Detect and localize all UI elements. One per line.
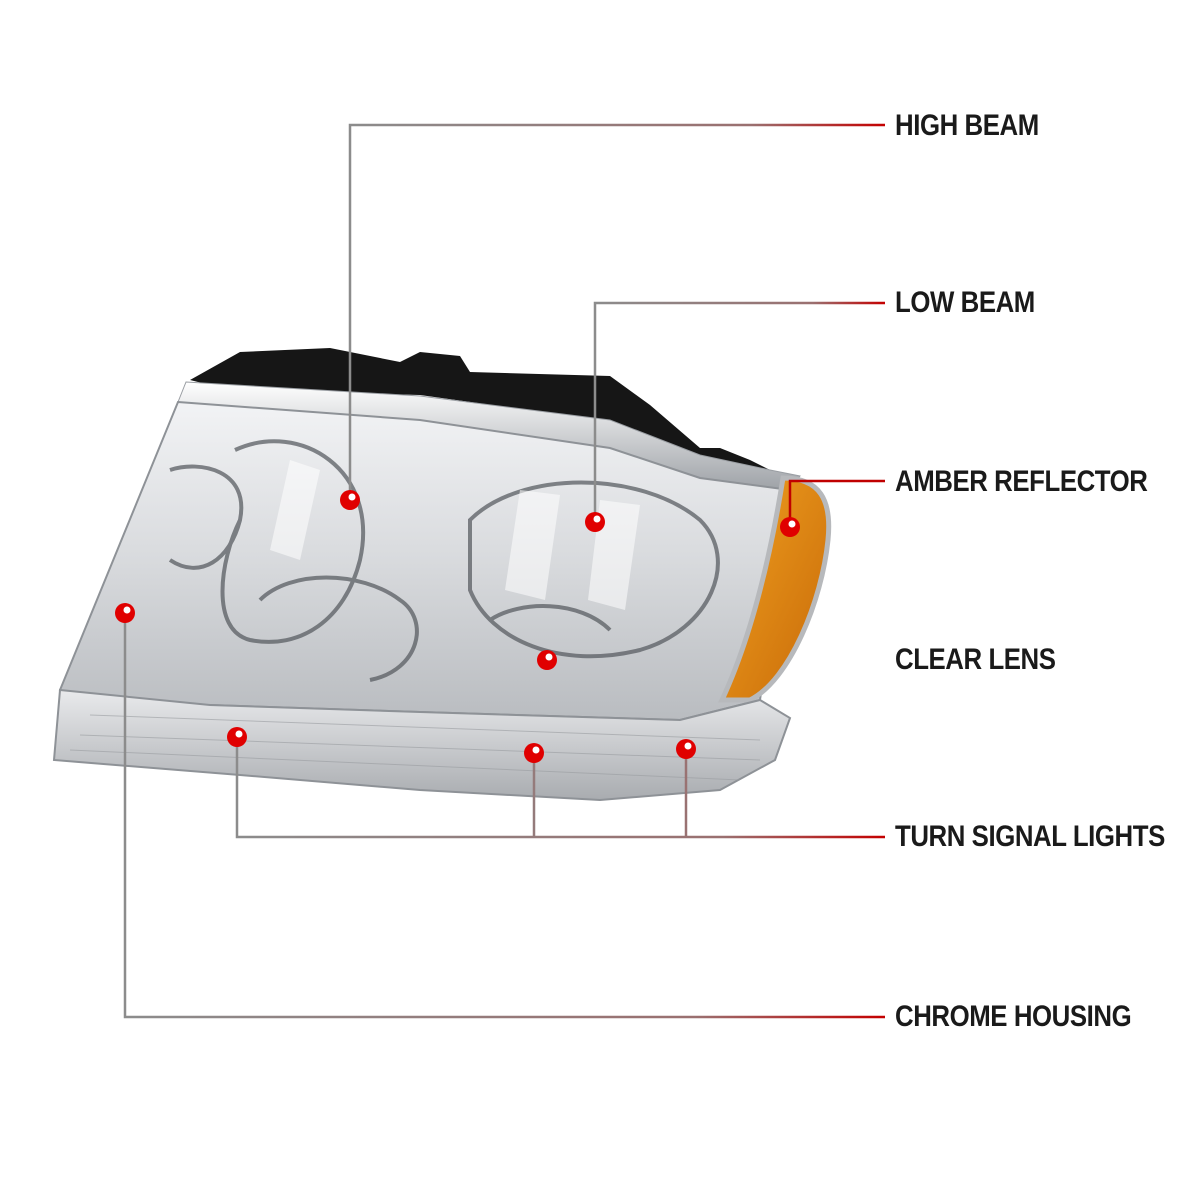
label-turn-signal-lights: TURN SIGNAL LIGHTS [895, 820, 1165, 853]
marker-amber-reflector [780, 517, 800, 537]
leader-amber-reflector [788, 479, 885, 527]
leader-low-beam [593, 301, 885, 522]
label-amber-reflector: AMBER REFLECTOR [895, 465, 1148, 498]
leader-turn-signal [235, 737, 885, 839]
label-clear-lens: CLEAR LENS [895, 643, 1056, 676]
rear-housing [190, 348, 770, 470]
marker-chrome-housing [115, 603, 135, 623]
marker-turn-signal-3 [676, 739, 696, 759]
leader-lines [123, 123, 885, 1019]
marker-low-beam [585, 512, 605, 532]
callout-markers [115, 490, 800, 763]
marker-turn-signal-2 [524, 743, 544, 763]
marker-clear-lens [537, 650, 557, 670]
label-low-beam: LOW BEAM [895, 286, 1035, 319]
label-chrome-housing: CHROME HOUSING [895, 1000, 1132, 1033]
marker-turn-signal-1 [227, 727, 247, 747]
marker-high-beam [340, 490, 360, 510]
leader-high-beam [348, 123, 885, 500]
leader-chrome-housing [123, 613, 885, 1019]
label-high-beam: HIGH BEAM [895, 109, 1039, 142]
reflector-detail [168, 439, 720, 682]
signal-ribs [69, 714, 761, 781]
amber-reflector-shape [718, 475, 832, 703]
